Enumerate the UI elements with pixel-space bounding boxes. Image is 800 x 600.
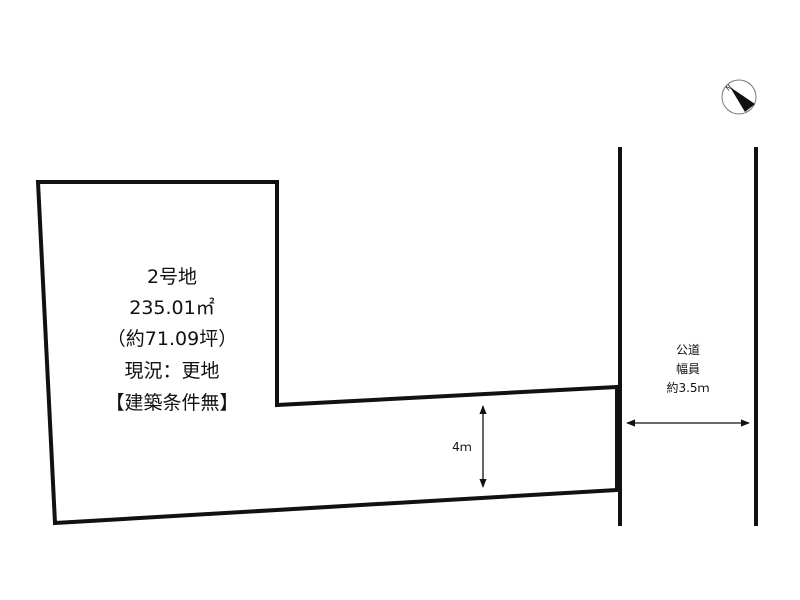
frontage-width-label: 4ｍ: [452, 440, 472, 454]
lot-name: 2号地: [147, 266, 197, 288]
lot-status: 現況：更地: [124, 360, 219, 382]
compass-north-letter: N: [724, 83, 733, 93]
lot-condition: 【建築条件無】: [105, 392, 238, 414]
road-width-caption: 幅員: [676, 361, 700, 376]
lot-area: 235.01㎡: [129, 296, 214, 319]
road-width-value: 約3.5ｍ: [666, 380, 709, 395]
road-label: 公道: [676, 343, 700, 357]
lot-boundary: [35, 180, 619, 526]
lot-area-tsubo: （約71.09坪）: [107, 328, 237, 350]
north-compass-icon: N: [721, 79, 757, 115]
